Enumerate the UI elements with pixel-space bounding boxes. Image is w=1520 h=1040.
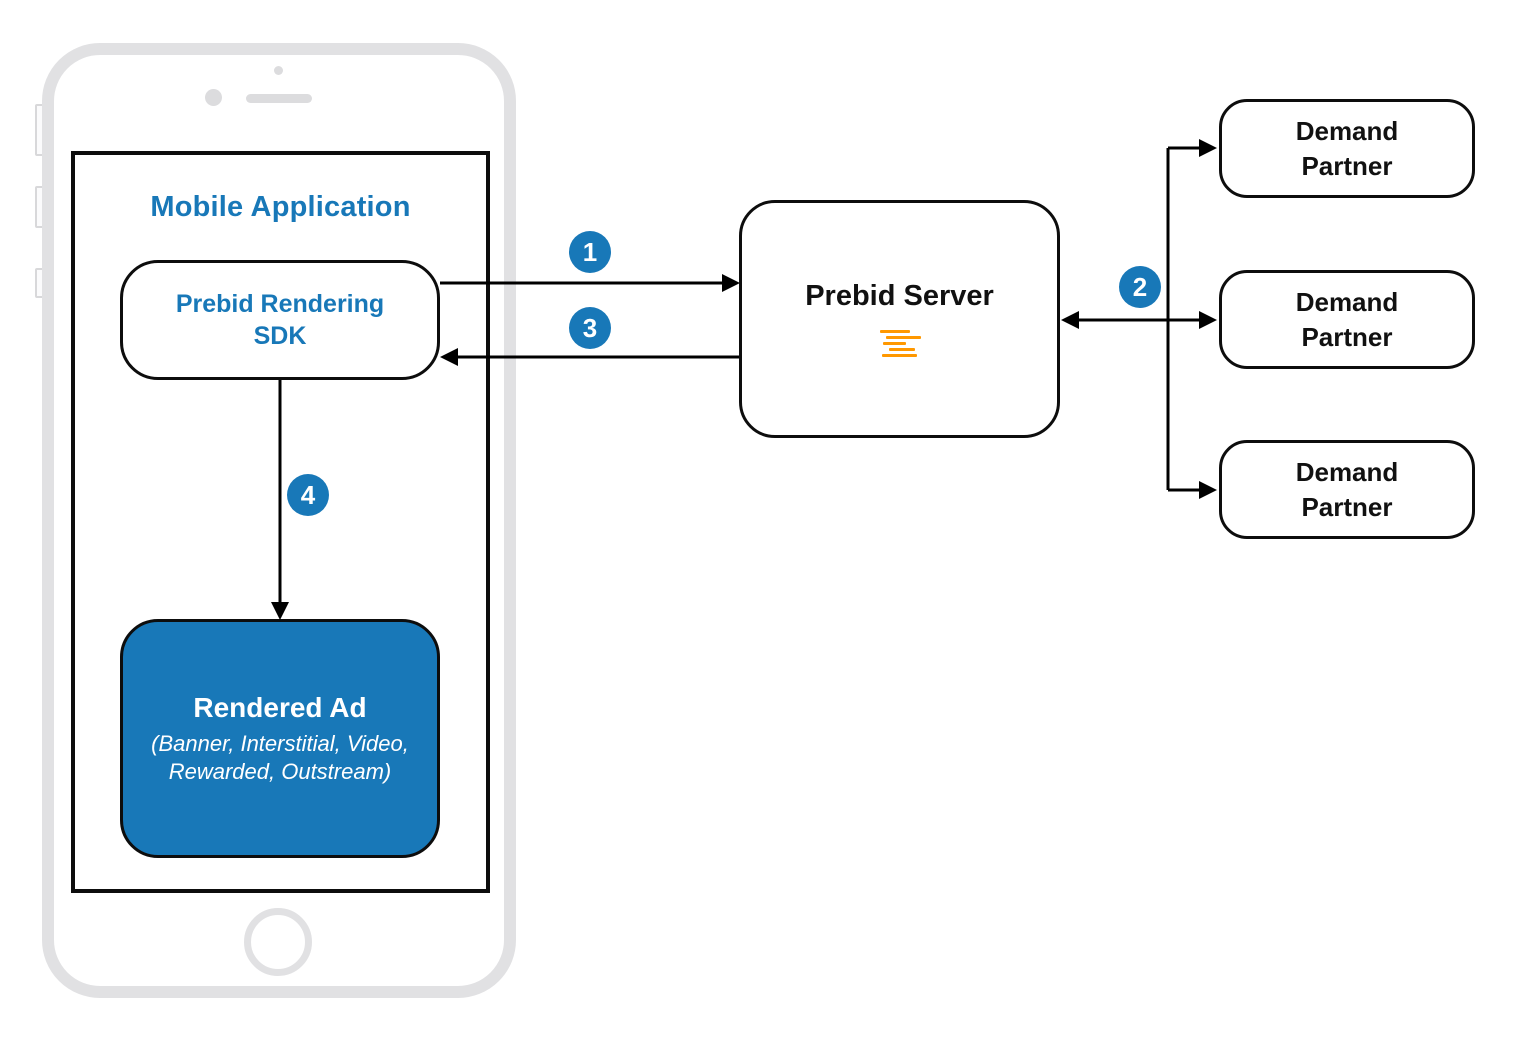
mobile-application-title: Mobile Application bbox=[150, 191, 411, 223]
prebid-logo-icon bbox=[877, 329, 923, 358]
rendered-ad-title: Rendered Ad bbox=[193, 691, 367, 723]
arrow-1-head-icon bbox=[722, 274, 740, 292]
step-4-badge: 4 bbox=[287, 474, 329, 516]
demand-partner-3-label: Demand Partner bbox=[1296, 455, 1399, 525]
demand-partner-2-label: Demand Partner bbox=[1296, 285, 1399, 355]
demand-partner-box-1: Demand Partner bbox=[1219, 99, 1475, 198]
demand-partner-box-3: Demand Partner bbox=[1219, 440, 1475, 539]
rendered-ad-subtitle: (Banner, Interstitial, Video, Rewarded, … bbox=[151, 730, 409, 786]
rendered-ad-box: Rendered Ad (Banner, Interstitial, Video… bbox=[120, 619, 440, 858]
arrow-2-left-head-icon bbox=[1061, 311, 1079, 329]
arrow-2-branch-top-head-icon bbox=[1199, 139, 1217, 157]
demand-partner-1-line1: Demand bbox=[1295, 115, 1399, 146]
phone-speaker-icon bbox=[246, 94, 312, 103]
arrow-2-branch-bottom-head-icon bbox=[1199, 481, 1217, 499]
step-2-badge: 2 bbox=[1119, 266, 1161, 308]
prebid-server-box: Prebid Server bbox=[739, 200, 1060, 438]
prebid-rendering-sdk-label: Prebid Rendering SDK bbox=[176, 288, 384, 352]
demand-partner-2-line1: Demand bbox=[1295, 286, 1399, 317]
step-1-badge: 1 bbox=[569, 231, 611, 273]
rendered-ad-subtitle-line2: Rewarded, Outstream) bbox=[168, 758, 392, 784]
demand-partner-box-2: Demand Partner bbox=[1219, 270, 1475, 369]
prebid-rendering-sdk-box: Prebid Rendering SDK bbox=[120, 260, 440, 380]
demand-partner-3-line2: Partner bbox=[1301, 491, 1393, 522]
phone-sensor-dot-icon bbox=[274, 66, 283, 75]
demand-partner-1-label: Demand Partner bbox=[1296, 114, 1399, 184]
step-3-badge: 3 bbox=[569, 307, 611, 349]
prebid-server-label: Prebid Server bbox=[805, 280, 994, 312]
sdk-label-line1: Prebid Rendering bbox=[175, 290, 385, 318]
demand-partner-1-line2: Partner bbox=[1301, 150, 1393, 181]
demand-partner-2-line2: Partner bbox=[1301, 321, 1393, 352]
phone-camera-icon bbox=[205, 89, 222, 106]
demand-partner-3-line1: Demand bbox=[1295, 456, 1399, 487]
arrow-2-right-head-icon bbox=[1199, 311, 1217, 329]
sdk-label-line2: SDK bbox=[253, 322, 307, 350]
rendered-ad-subtitle-line1: (Banner, Interstitial, Video, bbox=[151, 730, 409, 756]
phone-home-button bbox=[244, 908, 312, 976]
